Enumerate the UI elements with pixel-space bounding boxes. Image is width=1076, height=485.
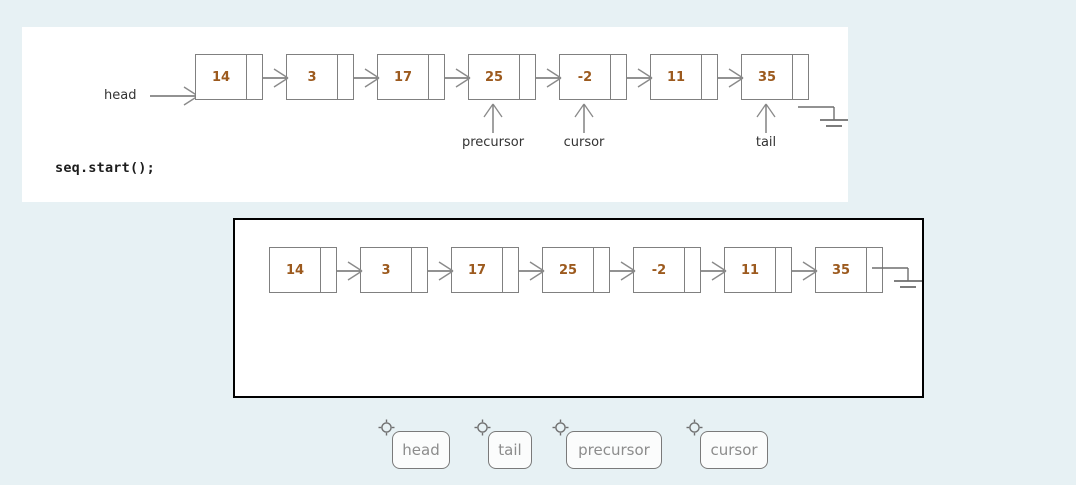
- up-arrow-icon: [482, 103, 504, 133]
- node-value: 14: [196, 55, 247, 99]
- list-node: 25: [542, 247, 610, 293]
- token-tray: head tail precursor cursor: [0, 415, 1076, 485]
- answer-work-panel[interactable]: 14 3 17 25 -2 11 35: [233, 218, 924, 398]
- list-node: 3: [360, 247, 428, 293]
- next-pointer-arrow: [263, 67, 289, 88]
- node-value: 17: [452, 248, 503, 292]
- next-pointer-arrow: [610, 260, 636, 281]
- node-pointer-cell: [593, 248, 609, 292]
- next-pointer-arrow: [337, 260, 363, 281]
- list-node: -2: [633, 247, 701, 293]
- list-node: 11: [650, 54, 718, 100]
- node-value: 3: [287, 55, 338, 99]
- list-node: 3: [286, 54, 354, 100]
- node-value: 17: [378, 55, 429, 99]
- code-caption: seq.start();: [55, 160, 155, 176]
- draggable-token-tail[interactable]: tail: [488, 431, 532, 469]
- node-value: -2: [634, 248, 685, 292]
- node-value: -2: [560, 55, 611, 99]
- list-node: 35: [741, 54, 809, 100]
- next-pointer-arrow: [428, 260, 454, 281]
- next-pointer-arrow: [627, 67, 653, 88]
- list-node: -2: [559, 54, 627, 100]
- draggable-token-cursor[interactable]: cursor: [700, 431, 768, 469]
- drag-handle-icon-head[interactable]: [378, 419, 395, 436]
- list-node: 25: [468, 54, 536, 100]
- list-node: 17: [377, 54, 445, 100]
- node-value: 11: [725, 248, 776, 292]
- node-pointer-cell: [775, 248, 791, 292]
- pointer-annotation-label: tail: [755, 135, 777, 150]
- next-pointer-arrow: [519, 260, 545, 281]
- head-label: head: [104, 88, 137, 103]
- drag-handle-icon-cursor[interactable]: [686, 419, 703, 436]
- node-pointer-cell: [519, 55, 535, 99]
- pointer-annotation-label: cursor: [563, 135, 605, 150]
- up-arrow-icon: [755, 103, 777, 133]
- drag-handle-icon-tail[interactable]: [474, 419, 491, 436]
- next-pointer-arrow: [718, 67, 744, 88]
- list-node: 14: [269, 247, 337, 293]
- node-value: 35: [816, 248, 867, 292]
- node-pointer-cell: [701, 55, 717, 99]
- pointer-annotation-label: precursor: [461, 135, 525, 150]
- null-terminator-ground-icon: [798, 89, 854, 133]
- node-value: 25: [469, 55, 520, 99]
- draggable-token-head[interactable]: head: [392, 431, 450, 469]
- drag-handle-icon-precursor[interactable]: [552, 419, 569, 436]
- node-pointer-cell: [320, 248, 336, 292]
- node-value: 14: [270, 248, 321, 292]
- head-arrow: [150, 85, 200, 107]
- node-value: 3: [361, 248, 412, 292]
- up-arrow-icon: [573, 103, 595, 133]
- node-pointer-cell: [411, 248, 427, 292]
- node-pointer-cell: [428, 55, 444, 99]
- reference-diagram-panel: head 14 3 17 25 -2 11 35 precursor cursor tail s…: [22, 27, 848, 202]
- list-node: 17: [451, 247, 519, 293]
- next-pointer-arrow: [792, 260, 818, 281]
- node-value: 25: [543, 248, 594, 292]
- node-pointer-cell: [610, 55, 626, 99]
- draggable-token-precursor[interactable]: precursor: [566, 431, 662, 469]
- node-value: 11: [651, 55, 702, 99]
- list-node: 14: [195, 54, 263, 100]
- next-pointer-arrow: [701, 260, 727, 281]
- next-pointer-arrow: [536, 67, 562, 88]
- list-node: 11: [724, 247, 792, 293]
- next-pointer-arrow: [445, 67, 471, 88]
- node-pointer-cell: [337, 55, 353, 99]
- next-pointer-arrow: [354, 67, 380, 88]
- null-terminator-ground-icon: [872, 250, 928, 294]
- node-pointer-cell: [502, 248, 518, 292]
- node-pointer-cell: [684, 248, 700, 292]
- node-pointer-cell: [246, 55, 262, 99]
- list-node: 35: [815, 247, 883, 293]
- node-value: 35: [742, 55, 793, 99]
